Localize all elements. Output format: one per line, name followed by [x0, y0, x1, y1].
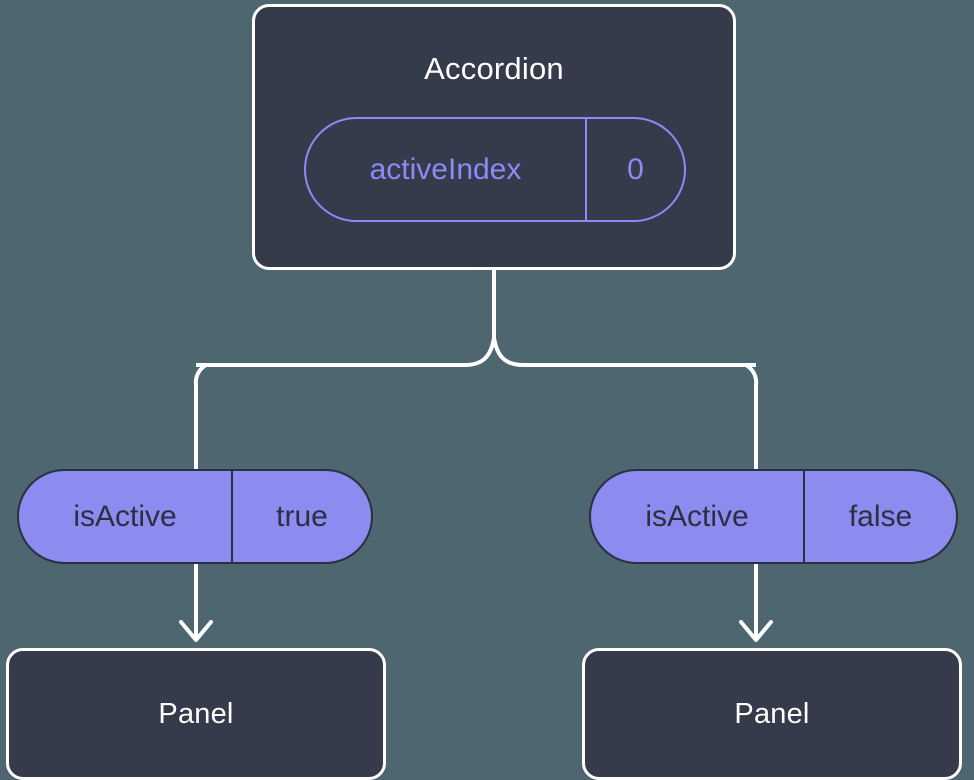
panel-title: Panel: [734, 697, 810, 730]
branch-drop-right: [736, 363, 759, 470]
node-panel-right[interactable]: Panel: [582, 648, 962, 780]
prop-pill-is-active-true[interactable]: isActive true: [17, 469, 373, 564]
split-bar: [196, 336, 756, 367]
accordion-title: Accordion: [424, 51, 564, 86]
prop-pill-key: isActive: [645, 499, 749, 533]
prop-pill-is-active-false[interactable]: isActive false: [589, 469, 958, 564]
arrow-right-head: [739, 620, 773, 642]
prop-pill-value: false: [803, 471, 956, 562]
node-panel-left[interactable]: Panel: [6, 648, 386, 780]
prop-pill-value: true: [231, 471, 371, 562]
prop-pill-active-index[interactable]: activeIndex 0: [304, 117, 686, 222]
panel-title: Panel: [158, 697, 234, 730]
prop-pill-key: activeIndex: [369, 152, 522, 186]
branch-drop-left: [193, 363, 216, 470]
arrow-left-head: [179, 620, 213, 642]
prop-pill-value: 0: [585, 119, 684, 220]
prop-pill-key: isActive: [73, 499, 177, 533]
